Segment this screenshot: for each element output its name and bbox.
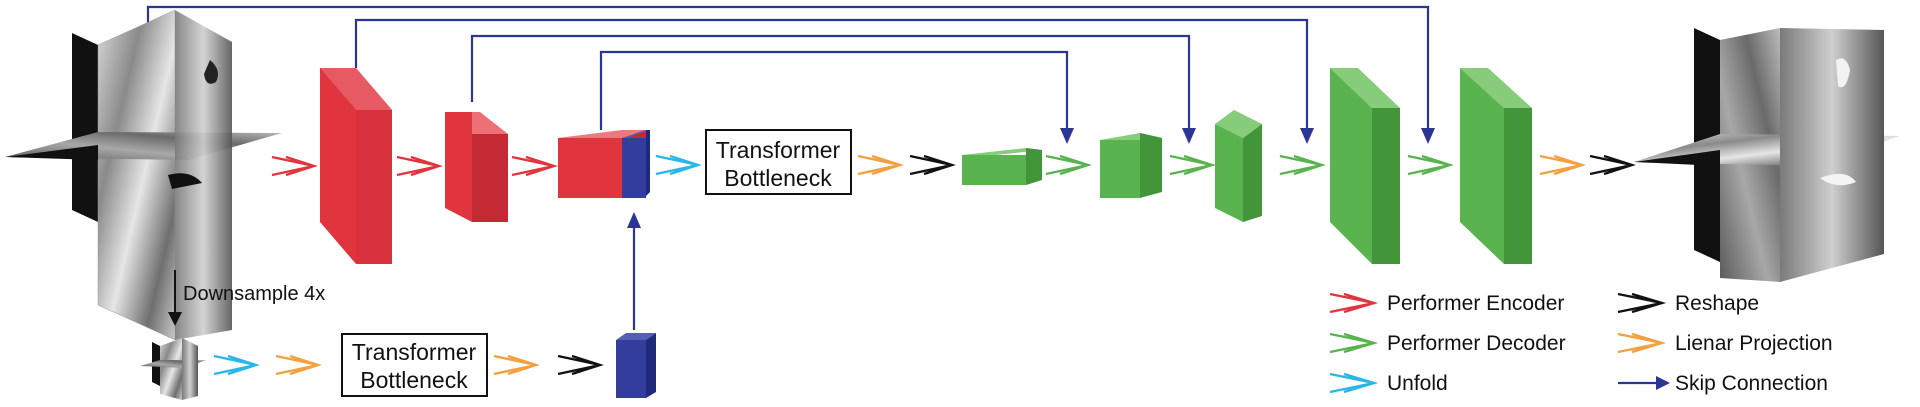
skip-connection-4 bbox=[599, 50, 1074, 144]
legend-entry: Skip Connection bbox=[1618, 372, 1828, 395]
downsampled-mri-volume bbox=[140, 338, 206, 400]
chevron-arrow-icon bbox=[1329, 292, 1379, 314]
output-mri-volume bbox=[1634, 28, 1900, 282]
decoder-arrow bbox=[1045, 154, 1092, 176]
projection-arrow bbox=[857, 154, 904, 176]
decoder-block-3 bbox=[1215, 110, 1262, 222]
legend-label: Reshape bbox=[1675, 292, 1759, 315]
reshape-arrow bbox=[909, 154, 956, 176]
legend-entry: Lienar Projection bbox=[1617, 332, 1833, 355]
decoder-block-5 bbox=[1460, 68, 1532, 264]
token-block bbox=[622, 130, 650, 198]
legend-entry: Reshape bbox=[1617, 292, 1759, 315]
unfold-arrow bbox=[655, 154, 702, 176]
legend-label: Performer Encoder bbox=[1387, 292, 1564, 315]
line-arrow-icon bbox=[1618, 376, 1670, 390]
encoder-arrow bbox=[271, 155, 318, 177]
bottleneck-line-1: Transformer bbox=[716, 137, 841, 163]
decoder-block-4 bbox=[1330, 68, 1400, 264]
skip-connection-2 bbox=[354, 18, 1314, 144]
downsample-label: Downsample 4x bbox=[183, 283, 325, 305]
chevron-arrow-icon bbox=[1329, 372, 1379, 394]
encoder-arrow bbox=[511, 155, 558, 177]
legend-entry: Performer Encoder bbox=[1329, 292, 1564, 315]
aux-token-block bbox=[616, 333, 656, 398]
projection-arrow bbox=[493, 354, 540, 376]
reshape-arrow bbox=[1589, 154, 1636, 176]
projection-arrow bbox=[1539, 154, 1586, 176]
legend-label: Skip Connection bbox=[1675, 372, 1828, 395]
encoder-block-2 bbox=[445, 112, 508, 222]
encoder-arrow bbox=[396, 155, 443, 177]
main-transformer-bottleneck: Transformer Bottleneck bbox=[705, 129, 852, 195]
encoder-block-1 bbox=[320, 68, 392, 264]
decoder-block-2 bbox=[1100, 133, 1162, 198]
chevron-arrow-icon bbox=[1617, 332, 1667, 354]
skip-connection-3 bbox=[470, 34, 1196, 144]
legend-label: Performer Decoder bbox=[1387, 332, 1566, 355]
legend-entry: Performer Decoder bbox=[1329, 332, 1566, 355]
input-mri-volume bbox=[5, 9, 282, 341]
decoder-arrow bbox=[1169, 154, 1216, 176]
projection-arrow bbox=[275, 354, 322, 376]
legend-label: Lienar Projection bbox=[1675, 332, 1833, 355]
decoder-arrow bbox=[1407, 154, 1454, 176]
unfold-arrow bbox=[213, 354, 260, 376]
decoder-arrow bbox=[1279, 154, 1326, 176]
aux-transformer-bottleneck: Transformer Bottleneck bbox=[341, 333, 488, 397]
legend-label: Unfold bbox=[1387, 372, 1448, 395]
bottleneck-line-2: Bottleneck bbox=[724, 165, 832, 191]
aux-bottleneck-line-1: Transformer bbox=[352, 339, 477, 365]
reshape-arrow bbox=[557, 354, 604, 376]
legend-entry: Unfold bbox=[1329, 372, 1448, 395]
chevron-arrow-icon bbox=[1329, 332, 1379, 354]
decoder-block-1 bbox=[962, 148, 1042, 185]
downsample-branch: Downsample 4x bbox=[168, 270, 325, 326]
chevron-arrow-icon bbox=[1617, 292, 1667, 314]
aux-bottleneck-line-2: Bottleneck bbox=[360, 367, 468, 393]
aux-merge-arrow bbox=[627, 212, 641, 330]
